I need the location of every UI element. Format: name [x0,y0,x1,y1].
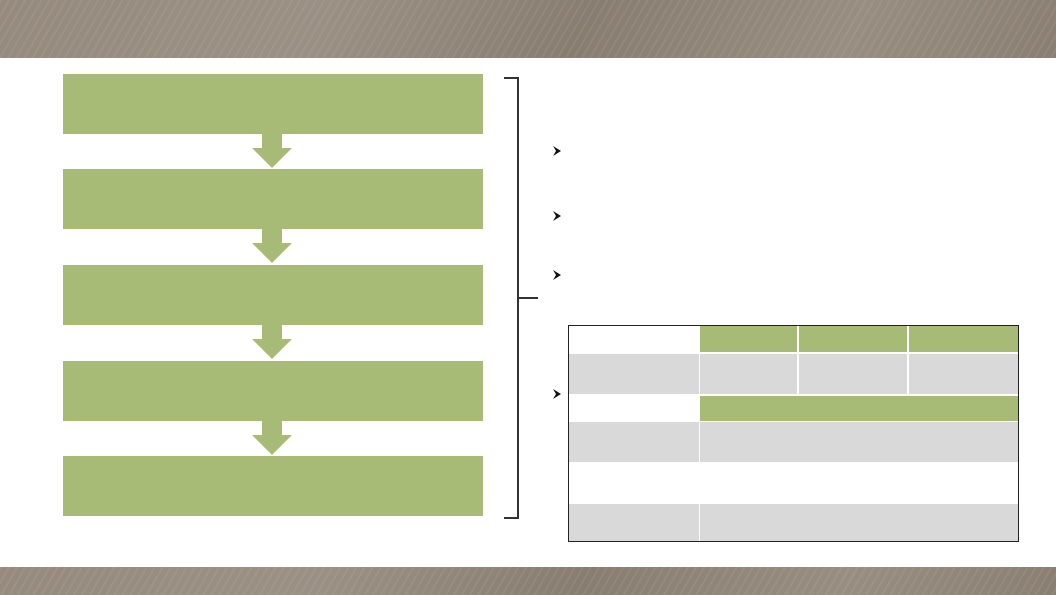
down-arrow-icon [252,229,292,263]
bullet-item-2 [550,206,1020,226]
table-header-cell [569,326,699,352]
table-cell [569,395,699,422]
table-cell [569,354,699,394]
flow-step-5 [63,456,483,516]
bullet-item-3 [550,265,1020,285]
table-cell [799,354,907,394]
table-cell [700,396,1018,421]
header-band [0,0,1056,58]
table-cell [700,422,1018,462]
table-cell [700,504,1018,541]
flow-step-3 [63,265,483,325]
table-cell [909,354,1018,394]
footer-band [0,567,1056,595]
arrowhead-bullet-icon [550,144,564,158]
table-cell [569,422,699,462]
arrowhead-bullet-icon [550,387,564,401]
table-header-cell [799,326,907,352]
bullet-item-1 [550,141,1020,161]
arrowhead-bullet-icon [550,209,564,223]
table-header-cell [700,326,797,352]
down-arrow-icon [252,134,292,168]
table-header-cell [909,326,1018,352]
down-arrow-icon [252,325,292,359]
table-cell [569,504,699,541]
flow-step-4 [63,361,483,421]
right-brace-icon [500,76,540,522]
bullet-item-4 [550,384,566,404]
flow-step-1 [63,74,483,134]
down-arrow-icon [252,421,292,455]
data-table [568,325,1019,542]
table-cell [700,354,797,394]
arrowhead-bullet-icon [550,268,564,282]
table-cell [569,463,1018,503]
flow-step-2 [63,169,483,229]
